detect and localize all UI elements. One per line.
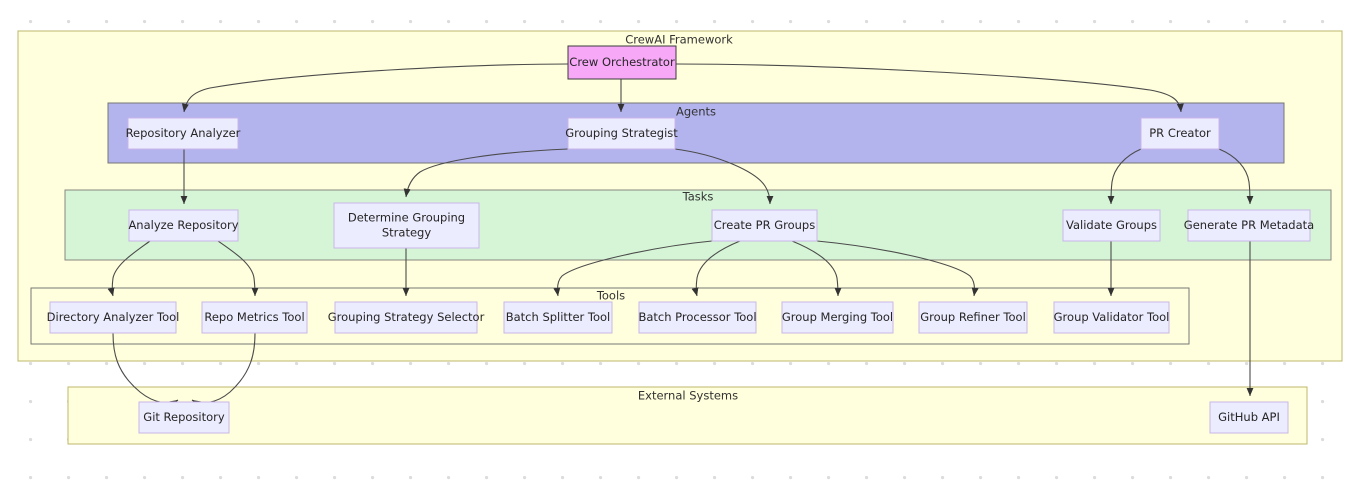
node-orchestrator[interactable]: Crew Orchestrator (567, 45, 677, 80)
cluster-label-tasks: Tasks (682, 190, 714, 204)
node-box-batch_splitter[interactable] (503, 301, 613, 334)
node-box-repo_metrics_tool[interactable] (201, 301, 308, 334)
cluster-box-external (67, 386, 1308, 445)
node-box-orchestrator[interactable] (567, 45, 677, 80)
node-pr_creator[interactable]: PR Creator (1140, 117, 1220, 150)
edge-orchestrator-to-pr_creator (675, 63, 1184, 113)
node-create_pr_groups[interactable]: Create PR Groups (711, 209, 818, 242)
edge-pr_creator-to-generate_pr_meta (1218, 148, 1254, 205)
node-label-validate_groups: Validate Groups (1066, 218, 1157, 232)
node-analyze_repo[interactable]: Analyze Repository (128, 209, 239, 242)
edge-orchestrator-to-repo_analyzer (181, 63, 569, 113)
node-label-dir_analyzer_tool: Directory Analyzer Tool (47, 310, 180, 324)
node-label-repo_analyzer: Repository Analyzer (126, 126, 241, 140)
node-box-determine_grouping[interactable] (333, 202, 480, 249)
node-label-group_validator: Group Validator Tool (1054, 310, 1170, 324)
node-group_validator[interactable]: Group Validator Tool (1053, 301, 1170, 334)
node-repo_analyzer[interactable]: Repository Analyzer (126, 117, 241, 150)
node-box-group_merging[interactable] (781, 301, 894, 334)
edge-grouping_strategist-to-create_pr_groups (674, 148, 774, 205)
node-group_refiner[interactable]: Group Refiner Tool (918, 301, 1028, 334)
node-grouping_selector[interactable]: Grouping Strategy Selector (328, 301, 485, 334)
node-github_api[interactable]: GitHub API (1209, 401, 1289, 434)
node-label-batch_processor: Batch Processor Tool (638, 310, 756, 324)
node-box-batch_processor[interactable] (638, 301, 757, 334)
node-batch_splitter[interactable]: Batch Splitter Tool (503, 301, 613, 334)
edge-analyze_repo-to-dir_analyzer_tool (107, 240, 151, 297)
node-box-group_validator[interactable] (1053, 301, 1170, 334)
cluster-label-agents: Agents (676, 105, 716, 119)
node-label-grouping_strategist: Grouping Strategist (565, 126, 678, 140)
cluster-agents: Agents (107, 102, 1285, 164)
node-batch_processor[interactable]: Batch Processor Tool (638, 301, 757, 334)
node-box-dir_analyzer_tool[interactable] (49, 301, 177, 334)
node-label-orchestrator: Crew Orchestrator (569, 55, 675, 69)
node-box-analyze_repo[interactable] (128, 209, 239, 242)
node-box-github_api[interactable] (1209, 401, 1289, 434)
node-grouping_strategist[interactable]: Grouping Strategist (565, 117, 678, 150)
node-label-repo_metrics_tool: Repo Metrics Tool (204, 310, 304, 324)
node-label-determine_grouping: Determine Grouping (348, 211, 465, 225)
node-label-group_refiner: Group Refiner Tool (920, 310, 1026, 324)
node-box-pr_creator[interactable] (1140, 117, 1220, 150)
cluster-label-external: External Systems (638, 389, 738, 403)
edge-create_pr_groups-to-group_refiner (816, 240, 979, 297)
cluster-label-tools: Tools (596, 289, 625, 303)
node-label-batch_splitter: Batch Splitter Tool (506, 310, 611, 324)
edge-pr_creator-to-validate_groups (1107, 148, 1142, 205)
cluster-label-crewai: CrewAI Framework (625, 33, 733, 47)
node-label-pr_creator: PR Creator (1149, 126, 1211, 140)
node-label-grouping_selector: Grouping Strategy Selector (328, 310, 485, 324)
node-label-git_repository: Git Repository (143, 410, 225, 424)
node-label-create_pr_groups: Create PR Groups (714, 218, 815, 232)
node-label-github_api: GitHub API (1218, 410, 1280, 424)
edge-create_pr_groups-to-batch_splitter (553, 240, 713, 297)
node-group_merging[interactable]: Group Merging Tool (781, 301, 894, 334)
node-repo_metrics_tool[interactable]: Repo Metrics Tool (201, 301, 308, 334)
node-box-git_repository[interactable] (138, 401, 230, 434)
node-validate_groups[interactable]: Validate Groups (1062, 209, 1161, 242)
node-box-validate_groups[interactable] (1062, 209, 1161, 242)
edge-grouping_strategist-to-determine_grouping (403, 148, 569, 198)
node-box-grouping_selector[interactable] (334, 301, 478, 334)
node-label-generate_pr_meta: Generate PR Metadata (1184, 218, 1314, 232)
node-box-repo_analyzer[interactable] (127, 117, 239, 150)
node-box-grouping_strategist[interactable] (567, 117, 676, 150)
node-generate_pr_meta[interactable]: Generate PR Metadata (1184, 209, 1314, 242)
node-label-group_merging: Group Merging Tool (782, 310, 893, 324)
node-box-group_refiner[interactable] (918, 301, 1028, 334)
node-box-generate_pr_meta[interactable] (1187, 209, 1311, 242)
edge-layer (107, 63, 1254, 408)
edge-create_pr_groups-to-group_merging (791, 240, 842, 297)
node-dir_analyzer_tool[interactable]: Directory Analyzer Tool (47, 301, 180, 334)
node-label-analyze_repo: Analyze Repository (128, 218, 238, 232)
cluster-external: External Systems (67, 386, 1308, 445)
edge-analyze_repo-to-repo_metrics_tool (217, 240, 259, 297)
edge-create_pr_groups-to-batch_processor (691, 240, 741, 297)
node-label-determine_grouping: Strategy (382, 226, 431, 240)
node-box-create_pr_groups[interactable] (711, 209, 818, 242)
node-git_repository[interactable]: Git Repository (138, 401, 230, 434)
